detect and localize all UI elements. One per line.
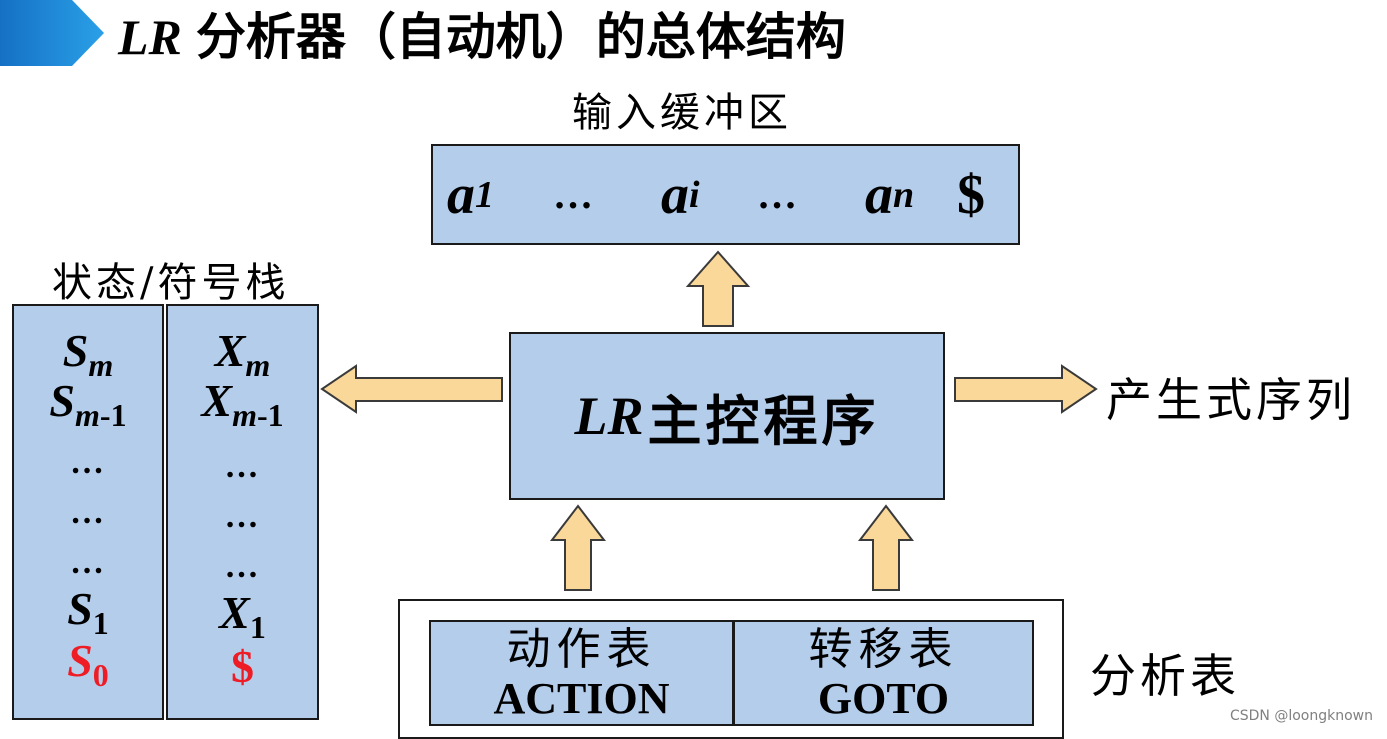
state-item-ellipsis: …	[70, 444, 106, 481]
state-sub: m	[75, 397, 100, 433]
state-stack-column: Sm Sm-1 … … … S1 S0	[12, 304, 164, 720]
input-token-base: a	[447, 163, 475, 226]
symbol-item-ellipsis: …	[224, 448, 261, 485]
symbol-item-end: $	[231, 641, 254, 692]
main-program-text: 主控程序	[647, 388, 880, 453]
symbol-sub: m	[232, 397, 257, 433]
state-item-s0: S0	[14, 635, 162, 692]
output-label: 产生式序列	[1106, 373, 1356, 427]
arrow-left-to-stack-icon	[320, 364, 503, 414]
input-token-base: a	[661, 163, 689, 226]
title-text: 分析器（自动机）的总体结构	[195, 8, 846, 66]
symbol-item-xm-1: Xm-1	[168, 375, 317, 432]
symbol-sub2: -1	[256, 397, 284, 433]
parse-table-label: 分析表	[1090, 649, 1240, 703]
state-sub2: -1	[99, 397, 127, 433]
state-sub: 1	[92, 605, 109, 641]
symbol-item-xm: Xm	[168, 325, 317, 382]
symbol-sub: 1	[249, 609, 266, 645]
stack-label: 状态/符号栈	[52, 260, 290, 306]
input-buffer-label: 输入缓冲区	[572, 90, 792, 136]
arrow-up-to-input-icon	[685, 250, 751, 327]
state-item-sm: Sm	[14, 325, 162, 382]
symbol-base: X	[201, 375, 233, 426]
state-item-sm-1: Sm-1	[14, 375, 162, 432]
state-base: S	[49, 375, 76, 426]
arrow-right-to-output-icon	[954, 364, 1098, 414]
arrow-up-from-goto-icon	[857, 504, 915, 591]
state-sub: m	[88, 347, 114, 383]
state-item-s1: S1	[14, 583, 162, 640]
action-table-cell: 动作表 ACTION	[429, 620, 734, 726]
input-token-sub: 1	[475, 173, 494, 216]
state-sub: 0	[92, 657, 109, 693]
input-token-sub: i	[689, 173, 700, 216]
action-table-en: ACTION	[493, 674, 670, 723]
symbol-item-ellipsis: …	[224, 498, 261, 535]
input-token-end: $	[957, 163, 985, 226]
symbol-item-ellipsis: …	[224, 548, 261, 585]
input-token-ellipsis-2: …	[757, 172, 797, 217]
watermark: CSDN @loongknown	[1229, 708, 1373, 724]
input-token-sub: n	[893, 173, 915, 216]
main-program-prefix: LR	[574, 386, 644, 446]
goto-table-zh: 转移表	[808, 624, 959, 675]
symbol-item-x1: X1	[168, 587, 317, 644]
title-prefix: LR	[118, 9, 182, 65]
state-item-ellipsis: …	[70, 494, 106, 531]
state-base: S	[67, 583, 93, 634]
symbol-base: X	[214, 325, 246, 376]
symbol-base: X	[219, 587, 250, 638]
goto-table-cell: 转移表 GOTO	[733, 620, 1034, 726]
goto-table-en: GOTO	[817, 674, 950, 723]
title-chevron-icon	[0, 0, 104, 66]
input-token-ellipsis-1: …	[553, 172, 593, 217]
symbol-sub: m	[245, 347, 271, 383]
state-base: S	[67, 635, 93, 686]
state-item-ellipsis: …	[70, 544, 106, 581]
arrow-up-from-action-icon	[549, 504, 607, 591]
input-token-base: a	[865, 163, 893, 226]
action-table-zh: 动作表	[506, 624, 657, 675]
state-base: S	[62, 325, 89, 376]
symbol-stack-column: Xm Xm-1 … … … X1 $	[166, 304, 319, 720]
